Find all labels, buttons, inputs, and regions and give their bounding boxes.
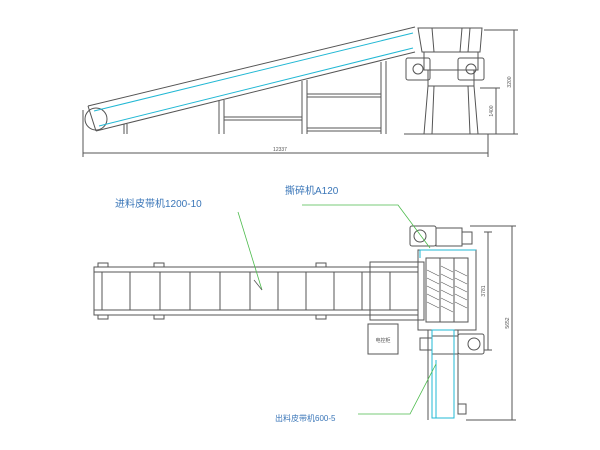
bottom-drive-bracket: [419, 337, 433, 351]
belt-line-lower: [98, 47, 414, 127]
hopper-divider: [431, 27, 435, 53]
shredder-frame-plan: [417, 249, 477, 331]
dim-total-height: 3200: [507, 76, 513, 87]
side-belt-highlight: [93, 32, 414, 127]
plan-view: [93, 225, 516, 421]
stand-leg: [467, 85, 471, 135]
feed-transfer-outline: [419, 249, 476, 258]
discharge-belt-outline: [431, 329, 455, 419]
conveyor-foot: [315, 262, 327, 268]
belt-line-upper: [93, 32, 414, 112]
shredder-blade-hatch: [426, 265, 468, 313]
dim-total-length: 12337: [273, 147, 287, 153]
dim-overall-width: 5652: [505, 317, 511, 328]
leader-lines: [237, 204, 437, 415]
conveyor-head-section: [369, 261, 425, 321]
control-cabinet-box: [367, 323, 399, 355]
discharge-conveyor-label: 出料皮带机600-5: [275, 413, 336, 423]
flow-arrow-icon: [253, 279, 263, 291]
hopper-divider: [467, 27, 471, 53]
motor-fan: [465, 63, 477, 75]
control-cabinet-label: 电控柜: [375, 337, 390, 344]
drive-motor-right: [457, 57, 485, 81]
top-drive-gearbox: [435, 227, 463, 247]
conveyor-top-rail: [87, 26, 416, 107]
hopper-divider: [459, 27, 463, 53]
motor-fan: [412, 63, 424, 75]
shredder-chamber-plan: [425, 257, 469, 323]
drive-motor-left: [405, 57, 431, 81]
top-drive-bracket: [461, 231, 473, 245]
shredder-base: [427, 69, 475, 87]
conveyor-tail-cap: [87, 105, 97, 132]
conveyor-foot: [97, 314, 109, 320]
side-elevation: [82, 26, 518, 157]
shredder-label: 撕碎机A120: [285, 184, 339, 197]
discharge-leader: [358, 363, 437, 415]
shredder-leader: [302, 204, 431, 249]
feed-conveyor-frame: [93, 266, 419, 316]
conveyor-foot: [153, 314, 165, 320]
top-drive-fan: [413, 229, 427, 243]
bottom-drive-fan: [467, 337, 481, 351]
dim-shredder-span: 3781: [481, 285, 487, 296]
shredder-cutting-box: [423, 51, 479, 71]
conveyor-bottom-rail: [95, 51, 416, 132]
conveyor-foot: [97, 262, 109, 268]
conveyor-foot: [315, 314, 327, 320]
feed-conveyor-label: 进料皮带机1200-10: [115, 197, 202, 210]
stand-leg: [431, 85, 435, 135]
plan-belt-highlight: [419, 249, 476, 419]
tail-pulley: [84, 107, 108, 131]
dim-platform-height: 1400: [489, 105, 495, 116]
discharge-head: [457, 403, 467, 415]
stand-leg: [423, 85, 429, 135]
shredder-hopper: [417, 27, 483, 53]
conveyor-foot: [153, 262, 165, 268]
stand-leg: [473, 85, 479, 135]
feed-conveyor-leader: [237, 211, 263, 291]
